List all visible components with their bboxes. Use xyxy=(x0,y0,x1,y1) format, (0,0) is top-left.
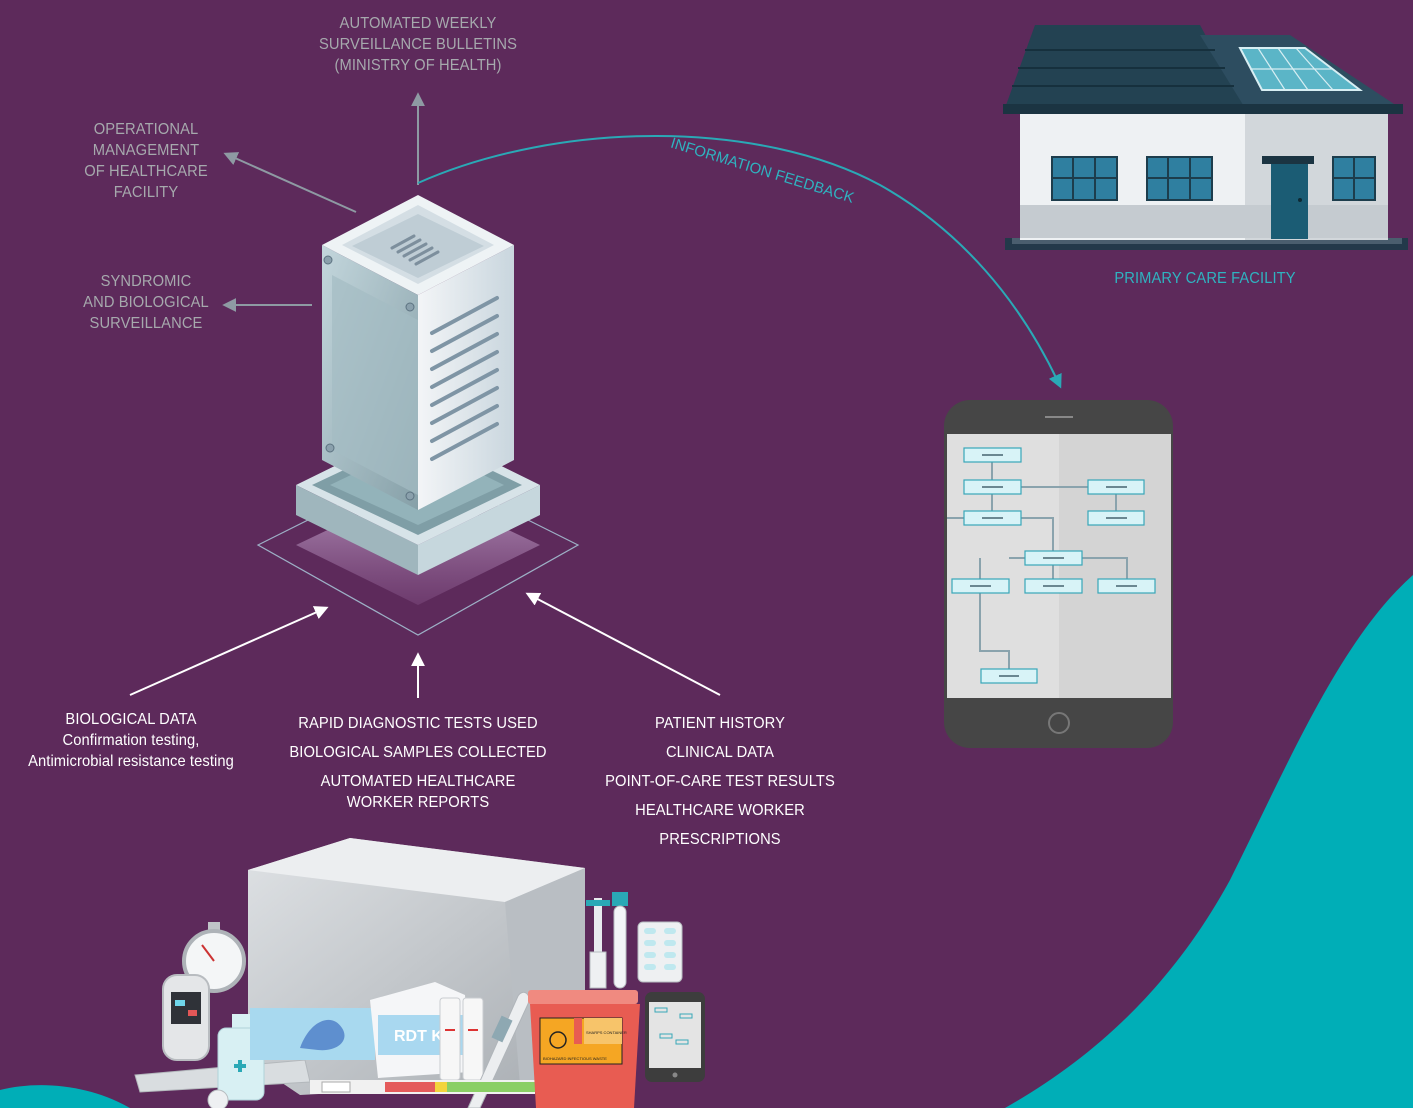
tablet-icon xyxy=(944,400,1173,748)
teal-wave-right xyxy=(1005,575,1413,1108)
server-tower xyxy=(322,195,514,510)
medical-kit: RDT K SHARPS CONTAINER BIOHAZARD INF xyxy=(134,838,705,1108)
sharps-container-icon: SHARPS CONTAINER BIOHAZARD INFECTIOUS WA… xyxy=(528,990,640,1108)
biohazard-label: BIOHAZARD INFECTIOUS WASTE xyxy=(543,1056,607,1061)
rdt-kit-label: RDT K xyxy=(394,1028,443,1045)
label-operational: OPERATIONAL MANAGEMENT OF HEALTHCARE FAC… xyxy=(84,121,208,201)
small-tablet-icon xyxy=(645,992,705,1082)
label-bulletins: AUTOMATED WEEKLY SURVEILLANCE BULLETINS … xyxy=(318,15,518,74)
pill-blister-icon xyxy=(637,921,683,983)
test-tube-icon xyxy=(612,892,628,989)
thermometer-icon xyxy=(467,991,530,1108)
house-icon xyxy=(1003,25,1408,250)
feedback-arrow xyxy=(417,135,1062,389)
gloves-icon xyxy=(250,1008,375,1060)
measuring-tape-icon xyxy=(310,1080,535,1094)
label-primary-care-facility: PRIMARY CARE FACILITY xyxy=(1114,270,1296,287)
label-syndromic: SYNDROMIC AND BIOLOGICAL SURVEILLANCE xyxy=(83,273,209,332)
label-rapid-tests: RAPID DIAGNOSTIC TESTS USED BIOLOGICAL S… xyxy=(289,715,547,811)
label-biological-data: BIOLOGICAL DATA Confirmation testing, An… xyxy=(28,711,234,770)
teal-wave-left xyxy=(0,1085,130,1108)
tape-roll-icon xyxy=(207,1089,229,1108)
arrow-from-patient xyxy=(525,592,721,696)
syringe-icon xyxy=(586,898,610,989)
pulse-oximeter-icon xyxy=(162,974,210,1061)
arrow-from-biological xyxy=(129,606,329,696)
arrow-to-operational xyxy=(223,152,357,213)
rapid-test-cassettes xyxy=(439,997,484,1081)
label-patient-data: PATIENT HISTORY CLINICAL DATA POINT-OF-C… xyxy=(605,715,835,848)
sharps-label: SHARPS CONTAINER xyxy=(586,1030,627,1035)
